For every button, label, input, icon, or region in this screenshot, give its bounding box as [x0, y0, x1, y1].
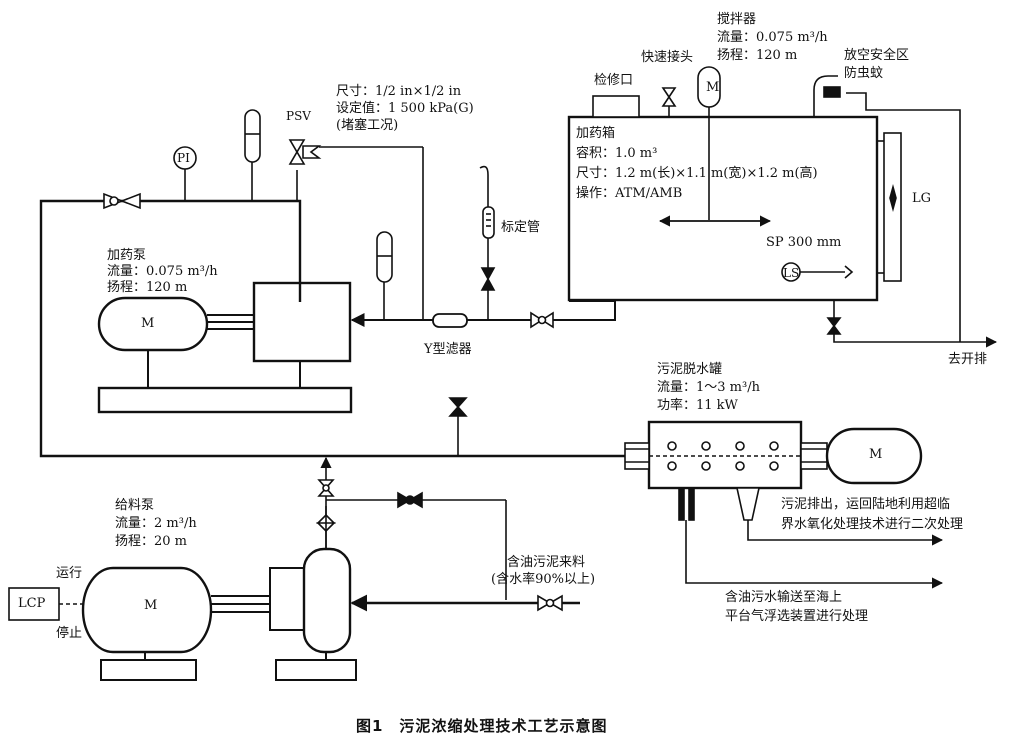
- dosing-suction-pipe: [350, 301, 616, 327]
- valve-top-left: [103, 192, 141, 210]
- psv-valve: [288, 139, 424, 320]
- y-strainer-label: Y型滤器: [424, 342, 472, 357]
- dosing-tank-name: 加药箱: [576, 126, 616, 141]
- feed-pump-motor-label: M: [144, 598, 158, 613]
- calibration-tube-label: 标定管: [501, 220, 541, 235]
- dewatering-drum-flow: 流量：1～3 m³/h: [657, 380, 760, 395]
- mixer-flow: 流量：0.075 m³/h: [717, 30, 828, 45]
- lcp-panel: [8, 587, 83, 621]
- quick-connector-label: 快速接头: [641, 50, 694, 65]
- dosing-tank-operation: 操作：ATM/AMB: [576, 186, 683, 201]
- dosing-tank-sp: SP 300 mm: [766, 235, 842, 250]
- vent-label-2: 防虫蚊: [844, 66, 884, 81]
- dosing-pump-name: 加药泵: [107, 248, 147, 263]
- psv-setpoint: 设定值：1 500 kPa(G): [336, 101, 474, 116]
- dosing-tank-volume: 容积：1.0 m³: [576, 146, 658, 161]
- dosing-tank: [567, 66, 998, 348]
- sludge-inlet-line1: 含油污泥来料: [507, 555, 586, 570]
- oily-water-line2: 平台气浮选装置进行处理: [725, 609, 869, 624]
- vent-label-1: 放空安全区: [844, 48, 910, 63]
- lcp-stop-label: 停止: [56, 626, 83, 641]
- sludge-inlet-line2: (含水率90%以上): [491, 572, 596, 587]
- pi-label: PI: [177, 151, 190, 165]
- dosing-tank-size: 尺寸：1.2 m(长)×1.1 m(宽)×1.2 m(高): [576, 166, 818, 181]
- feed-pump-head: 扬程：20 m: [115, 534, 188, 549]
- pressure-gauge: [173, 146, 197, 201]
- dewatering-drum: [624, 420, 944, 589]
- mixer-head: 扬程：120 m: [717, 48, 798, 63]
- psv-size: 尺寸：1/2 in×1/2 in: [336, 84, 462, 99]
- dewatering-drum-name: 污泥脱水罐: [657, 362, 723, 377]
- valve-suction: [530, 311, 554, 329]
- level-gauge-label: LG: [912, 191, 932, 206]
- accumulator-top: [244, 109, 261, 201]
- level-gauge: [877, 132, 902, 282]
- y-strainer: [432, 313, 468, 328]
- sludge-out-line1: 污泥排出，运回陆地利用超临: [781, 497, 951, 512]
- mixer-name: 搅拌器: [717, 12, 757, 27]
- feed-pump: [81, 547, 357, 681]
- valve-main-center: [448, 397, 468, 456]
- figure-caption: 图1 污泥浓缩处理技术工艺示意图: [356, 717, 608, 735]
- level-switch-label: LS: [783, 266, 800, 280]
- dosing-pump: [97, 281, 353, 414]
- psv-tag: PSV: [286, 109, 311, 123]
- feed-pump-flow: 流量：2 m³/h: [115, 516, 197, 531]
- accumulator-suction: [376, 231, 393, 320]
- dewatering-motor-label: M: [869, 447, 883, 462]
- dosing-pump-motor-label: M: [141, 316, 155, 331]
- psv-note: (堵塞工况): [336, 118, 399, 133]
- drain-label: 去开排: [948, 352, 988, 367]
- inspection-port-label: 检修口: [594, 73, 634, 88]
- dosing-pump-head: 扬程：120 m: [107, 280, 188, 295]
- mixer-motor-label: M: [706, 80, 720, 95]
- lcp-run-label: 运行: [56, 566, 83, 581]
- sludge-out-line2: 界水氧化处理技术进行二次处理: [781, 517, 964, 532]
- dewatering-drum-power: 功率：11 kW: [657, 398, 738, 413]
- oily-water-line1: 含油污水输送至海上: [725, 590, 843, 605]
- feed-pump-name: 给料泵: [115, 498, 155, 513]
- vent-line: [846, 92, 961, 342]
- lcp-label: LCP: [18, 596, 46, 611]
- sludge-inlet-line: [350, 594, 580, 612]
- feed-line: [316, 456, 507, 600]
- dosing-loop-pipe: [39, 199, 625, 458]
- calibration-tube: [479, 165, 496, 320]
- dosing-pump-flow: 流量：0.075 m³/h: [107, 264, 218, 279]
